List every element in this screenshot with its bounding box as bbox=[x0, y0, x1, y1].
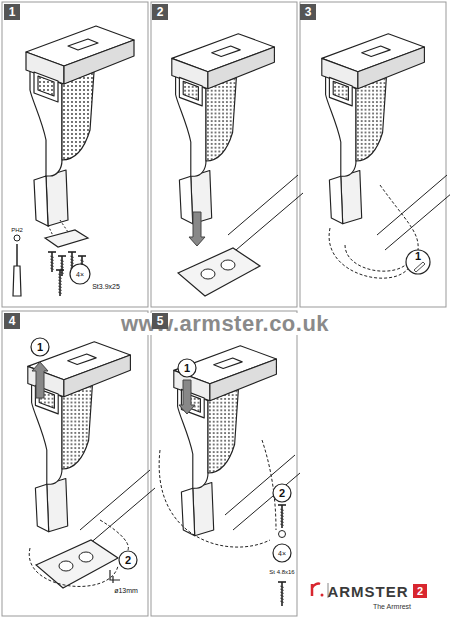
screw-thread bbox=[60, 263, 64, 265]
screw-thread bbox=[280, 524, 284, 526]
screw-thread bbox=[50, 256, 54, 258]
callout-circle bbox=[406, 250, 430, 274]
callout-circle bbox=[70, 264, 90, 284]
screw-thread bbox=[80, 260, 84, 262]
bracket bbox=[45, 230, 88, 247]
armrest bbox=[172, 34, 275, 224]
callout-circle bbox=[119, 551, 137, 569]
screw-thread bbox=[280, 592, 284, 594]
screw-thread bbox=[70, 262, 74, 264]
screw-thread bbox=[280, 598, 284, 600]
motion-arrow bbox=[32, 362, 48, 398]
screw-thread bbox=[280, 512, 284, 514]
callout-number: 2 bbox=[125, 555, 131, 566]
screw-thread bbox=[280, 521, 284, 523]
step-number: 3 bbox=[300, 4, 316, 20]
screw-thread bbox=[280, 601, 284, 603]
callout-number: 1 bbox=[415, 251, 421, 262]
part-spec: PH2 bbox=[11, 227, 23, 233]
part-spec: ø13mm bbox=[114, 587, 138, 594]
hole bbox=[201, 269, 215, 279]
screw-thread bbox=[60, 266, 64, 268]
screw-thread bbox=[280, 518, 284, 520]
screw-thread bbox=[70, 256, 74, 258]
armrest bbox=[26, 26, 134, 226]
console bbox=[80, 470, 150, 530]
motion-arrow bbox=[179, 380, 195, 414]
washer bbox=[279, 531, 286, 538]
screw-thread bbox=[58, 286, 62, 288]
screw-thread bbox=[58, 292, 62, 294]
drill-symbol bbox=[110, 570, 120, 583]
screw-thread bbox=[58, 283, 62, 285]
hole bbox=[221, 260, 235, 270]
logo-mark bbox=[312, 584, 320, 596]
console bbox=[225, 455, 295, 515]
console bbox=[233, 473, 300, 530]
screwdriver-handle bbox=[13, 266, 21, 296]
screwdriver-shaft bbox=[16, 244, 18, 266]
screw-thread bbox=[280, 509, 284, 511]
callout-circle bbox=[31, 338, 49, 356]
screw-thread bbox=[50, 262, 54, 264]
callout-circle bbox=[273, 484, 291, 502]
leader bbox=[262, 440, 276, 530]
step-number: 4 bbox=[4, 313, 20, 329]
screw-thread bbox=[58, 280, 62, 282]
armrest bbox=[174, 346, 277, 536]
step-number: 5 bbox=[152, 313, 168, 329]
armrest bbox=[322, 34, 425, 224]
leader bbox=[159, 450, 270, 547]
console bbox=[236, 193, 303, 250]
screw bbox=[59, 270, 61, 296]
screw-thread bbox=[58, 289, 62, 291]
screw-thread bbox=[58, 277, 62, 279]
screw-thread bbox=[50, 265, 54, 267]
brand-logo: The Armrest bbox=[373, 603, 411, 610]
part-spec: St 4.8x16 bbox=[269, 569, 294, 575]
leader bbox=[329, 228, 410, 278]
leader bbox=[345, 245, 410, 271]
brand-logo: ARMSTER bbox=[327, 584, 408, 599]
leader bbox=[100, 520, 128, 550]
bit-symbol bbox=[14, 235, 20, 241]
motion-arrow bbox=[189, 212, 205, 246]
step-number: 2 bbox=[152, 4, 168, 20]
callout-number: 2 bbox=[279, 488, 285, 499]
pen-icon bbox=[414, 262, 425, 272]
screw-thread bbox=[70, 259, 74, 261]
watermark: www.armster.co.uk bbox=[118, 313, 332, 335]
callout-number: 1 bbox=[184, 363, 190, 374]
panel-frame bbox=[2, 2, 446, 616]
armrest bbox=[28, 342, 131, 532]
screw-thread bbox=[280, 515, 284, 517]
screw-thread bbox=[280, 586, 284, 588]
screw-thread bbox=[280, 589, 284, 591]
screw-thread bbox=[50, 259, 54, 261]
callout-circle bbox=[273, 544, 291, 562]
screw-thread bbox=[60, 260, 64, 262]
screw-thread bbox=[280, 595, 284, 597]
brand-logo: 2 bbox=[413, 584, 427, 598]
screw-thread bbox=[50, 268, 54, 270]
part-spec: 4× bbox=[278, 550, 286, 557]
leader bbox=[380, 185, 418, 250]
leader bbox=[29, 548, 118, 586]
screw bbox=[281, 582, 283, 606]
mounting-plate bbox=[36, 540, 118, 588]
screw-thread bbox=[58, 274, 62, 276]
step-number: 1 bbox=[4, 4, 20, 20]
part-spec: St3.9x25 bbox=[92, 283, 120, 290]
logo-mark bbox=[321, 594, 324, 597]
console bbox=[377, 175, 447, 235]
console bbox=[385, 193, 450, 250]
callout-circle bbox=[178, 359, 196, 377]
console bbox=[228, 175, 298, 235]
callout-number: 1 bbox=[37, 342, 43, 353]
hole bbox=[59, 561, 73, 571]
hole bbox=[79, 552, 93, 562]
mounting-plate bbox=[178, 248, 260, 296]
part-spec: 4× bbox=[76, 271, 84, 278]
